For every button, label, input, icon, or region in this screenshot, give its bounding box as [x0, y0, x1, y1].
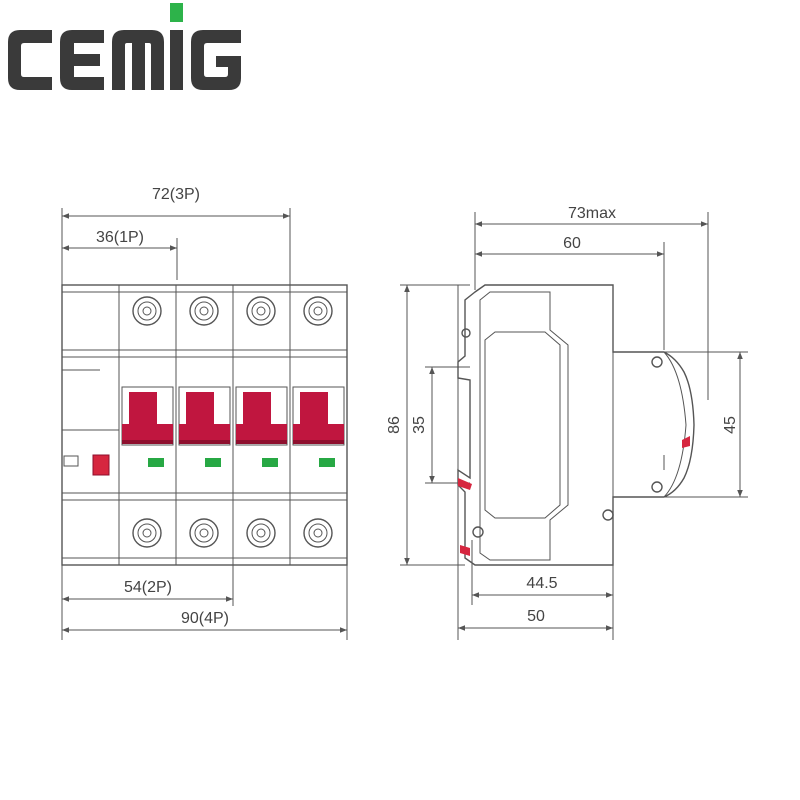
- green-indicator: [319, 458, 335, 467]
- front-view: 72(3P) 36(1P) 54(2P) 90(4P): [61, 186, 348, 640]
- terminal-screw: [132, 518, 162, 548]
- green-indicator: [262, 458, 278, 467]
- terminal-screws-top: [132, 296, 333, 326]
- aux-test-button: [92, 454, 110, 476]
- din-clip-red: [458, 478, 472, 490]
- dim-label-86: 86: [386, 416, 403, 434]
- brand-logo: [8, 3, 241, 90]
- terminal-screw: [303, 518, 333, 548]
- logo-letter-i-dot: [170, 3, 183, 22]
- dim-label-36-1p: 36(1P): [96, 229, 144, 246]
- breaker-body: [61, 284, 348, 566]
- toggle-handle: [292, 386, 345, 446]
- status-indicators: [148, 458, 335, 467]
- side-body-outline: [457, 284, 695, 566]
- dim-label-90-4p: 90(4P): [181, 610, 229, 627]
- toggle-handle: [121, 386, 174, 446]
- toggle-handle: [178, 386, 231, 446]
- dim-label-72-3p: 72(3P): [152, 186, 200, 203]
- toggle-handle: [235, 386, 288, 446]
- terminal-screw: [246, 296, 276, 326]
- terminal-screw: [303, 296, 333, 326]
- din-clip-red-bottom: [460, 545, 470, 556]
- logo-letter-m: [112, 30, 164, 90]
- green-indicator: [205, 458, 221, 467]
- logo-letter-e: [60, 30, 104, 90]
- terminal-screw: [189, 296, 219, 326]
- side-view: 73max 60 86 35 45 44.5 50: [386, 205, 748, 640]
- rivets: [461, 328, 663, 538]
- dim-label-35: 35: [411, 416, 428, 434]
- green-indicator: [148, 458, 164, 467]
- toggle-handles: [121, 386, 345, 446]
- dim-label-60: 60: [563, 235, 581, 252]
- dim-label-54-2p: 54(2P): [124, 579, 172, 596]
- terminal-screw: [246, 518, 276, 548]
- logo-letter-i-stem: [170, 30, 183, 90]
- logo-letter-g: [191, 30, 241, 90]
- dim-label-50: 50: [527, 608, 545, 625]
- logo-letter-c: [8, 30, 52, 90]
- front-latch-red: [682, 436, 690, 448]
- terminal-screws-bottom: [132, 518, 333, 548]
- dim-label-73max: 73max: [568, 205, 616, 222]
- dim-label-45: 45: [722, 416, 739, 434]
- dim-label-44-5: 44.5: [526, 575, 557, 592]
- terminal-screw: [189, 518, 219, 548]
- terminal-screw: [132, 296, 162, 326]
